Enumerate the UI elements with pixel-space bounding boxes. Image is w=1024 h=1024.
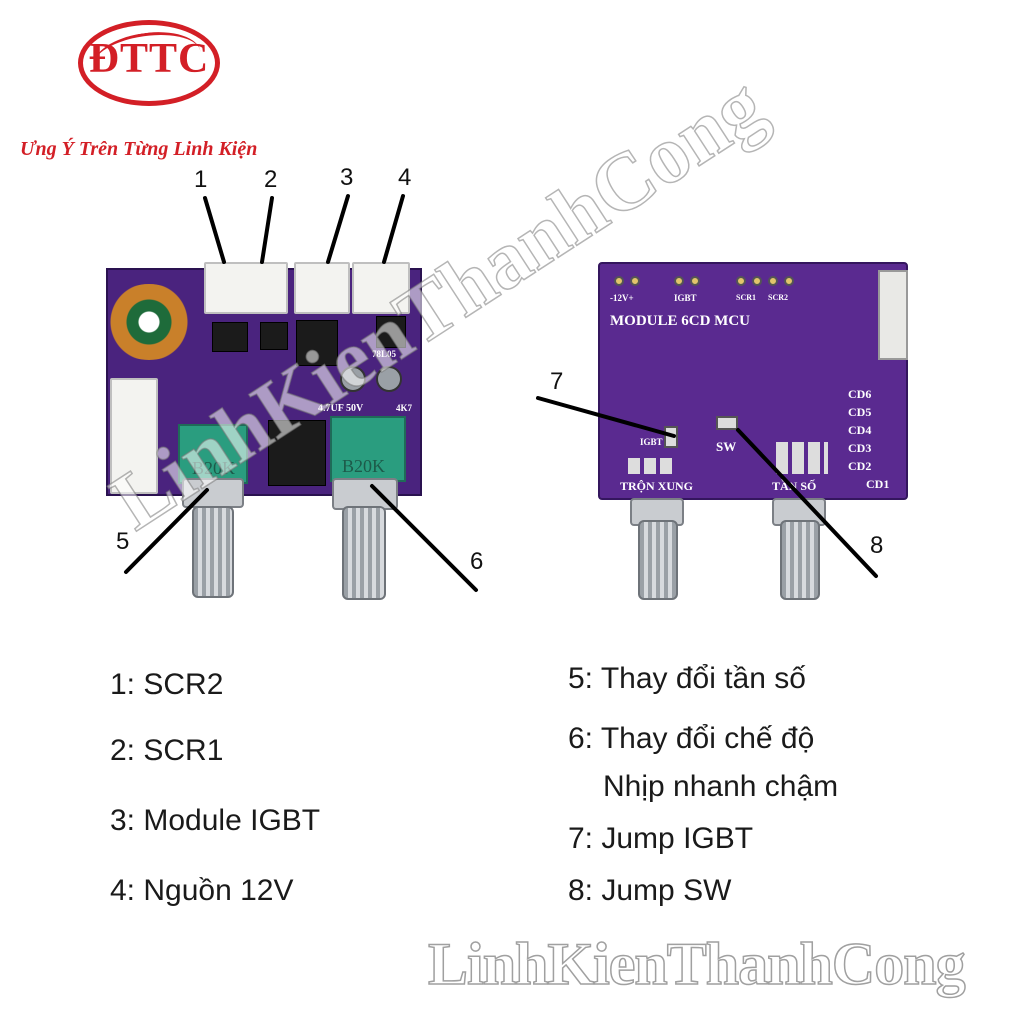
- legend-item-7: 7: Jump IGBT: [568, 824, 753, 854]
- pad: [768, 276, 778, 286]
- regulator: [376, 316, 406, 348]
- legend-text: Thay đổi tần số: [600, 662, 806, 695]
- pointer-5: [124, 488, 209, 574]
- board-title: MODULE 6CD MCU: [610, 313, 750, 329]
- logo-text: ĐTTC: [88, 36, 210, 82]
- callout-3: 3: [340, 164, 354, 191]
- legend-item-3: 3: Module IGBT: [110, 806, 320, 836]
- pointer-7: [536, 396, 676, 438]
- legend-num: 2:: [110, 734, 136, 767]
- bottom-label: TẦN SỐ: [772, 479, 817, 493]
- legend-item-4: 4: Nguồn 12V: [110, 876, 294, 906]
- legend-item-6: 6: Thay đổi chế độ: [568, 724, 814, 754]
- knob-shaft: [342, 506, 386, 600]
- legend-text: Nguồn 12V: [143, 874, 294, 907]
- legend-item-8: 8: Jump SW: [568, 876, 731, 906]
- logo-emblem: [78, 20, 220, 106]
- legend-num: 7:: [568, 822, 594, 855]
- ic-chip: [268, 420, 326, 486]
- legend-num: 6:: [568, 722, 594, 755]
- pad: [674, 276, 684, 286]
- pad-row: [776, 442, 828, 474]
- watermark-bottom: LinhKienThanhCong: [427, 930, 966, 998]
- legend-item-1: 1: SCR2: [110, 670, 223, 700]
- pointer-1: [203, 196, 226, 264]
- silk-reg: 78L05: [372, 349, 397, 359]
- pad-row: [628, 458, 674, 474]
- cd-label: CD5: [848, 405, 872, 419]
- legend-item-5: 5: Thay đổi tần số: [568, 664, 806, 694]
- transistor: [260, 322, 288, 350]
- legend-text: Module IGBT: [143, 804, 321, 837]
- jumper-sw: [716, 416, 738, 430]
- callout-7: 7: [550, 368, 564, 395]
- legend-num: 5:: [568, 662, 594, 695]
- pad: [736, 276, 746, 286]
- cd-label: CD2: [848, 459, 872, 473]
- pot-label: B20K: [342, 456, 386, 476]
- pointer-8: [736, 428, 878, 578]
- callout-5: 5: [116, 528, 130, 555]
- pointer-6: [370, 484, 478, 592]
- callout-4: 4: [398, 164, 412, 191]
- header-label: IGBT: [674, 293, 697, 303]
- pot-label: B20K: [192, 458, 236, 478]
- silk-res: 4K7: [396, 403, 413, 413]
- legend-text: SCR2: [143, 668, 224, 701]
- legend-text: SCR1: [143, 734, 224, 767]
- cd-label: CD1: [866, 477, 890, 491]
- capacitor: [376, 366, 402, 392]
- slogan: Ưng Ý Trên Từng Linh Kiện: [20, 138, 258, 160]
- connector-scr2: [204, 262, 288, 314]
- cd-label: CD6: [848, 387, 872, 401]
- pad: [784, 276, 794, 286]
- knob-shaft: [192, 506, 234, 598]
- header-label: SCR2: [768, 293, 789, 302]
- bottom-label: TRỘN XUNG: [620, 479, 694, 493]
- connector-side: [110, 378, 158, 494]
- header-label: SCR1: [736, 293, 757, 302]
- callout-2: 2: [264, 166, 278, 193]
- side-pins: [878, 270, 908, 360]
- legend-num: 3:: [110, 804, 136, 837]
- callout-8: 8: [870, 532, 884, 559]
- knob-shaft: [638, 520, 678, 600]
- pointer-3: [326, 194, 350, 264]
- pointer-4: [382, 194, 405, 264]
- callout-1: 1: [194, 166, 208, 193]
- connector-igbt: [294, 262, 350, 314]
- potentiometer-mode: [330, 416, 406, 482]
- jump-label: IGBT: [640, 437, 663, 447]
- legend-text: Thay đổi chế độ: [600, 722, 815, 755]
- legend-num: 8:: [568, 874, 594, 907]
- optocoupler: [296, 320, 338, 366]
- legend-item-2: 2: SCR1: [110, 736, 223, 766]
- capacitor: [340, 366, 366, 392]
- header-label: -12V+: [610, 293, 634, 303]
- transistor: [212, 322, 248, 352]
- legend-text: Jump IGBT: [601, 822, 754, 855]
- potentiometer-frequency: [178, 424, 248, 484]
- callout-6: 6: [470, 548, 484, 575]
- connector-power: [352, 262, 410, 314]
- pad: [630, 276, 640, 286]
- cd-label: CD4: [848, 423, 872, 437]
- toroid-inductor: [104, 284, 194, 360]
- pad: [614, 276, 624, 286]
- knob-shaft: [780, 520, 820, 600]
- legend-item-6-line2: Nhịp nhanh chậm: [603, 770, 839, 803]
- pad: [690, 276, 700, 286]
- legend-num: 4:: [110, 874, 136, 907]
- legend-num: 1:: [110, 668, 136, 701]
- legend-text: Jump SW: [601, 874, 732, 907]
- pad: [752, 276, 762, 286]
- jump-label: SW: [716, 439, 737, 454]
- pointer-2: [260, 196, 274, 264]
- silk-cap: 4.7UF 50V: [318, 403, 364, 414]
- cd-label: CD3: [848, 441, 872, 455]
